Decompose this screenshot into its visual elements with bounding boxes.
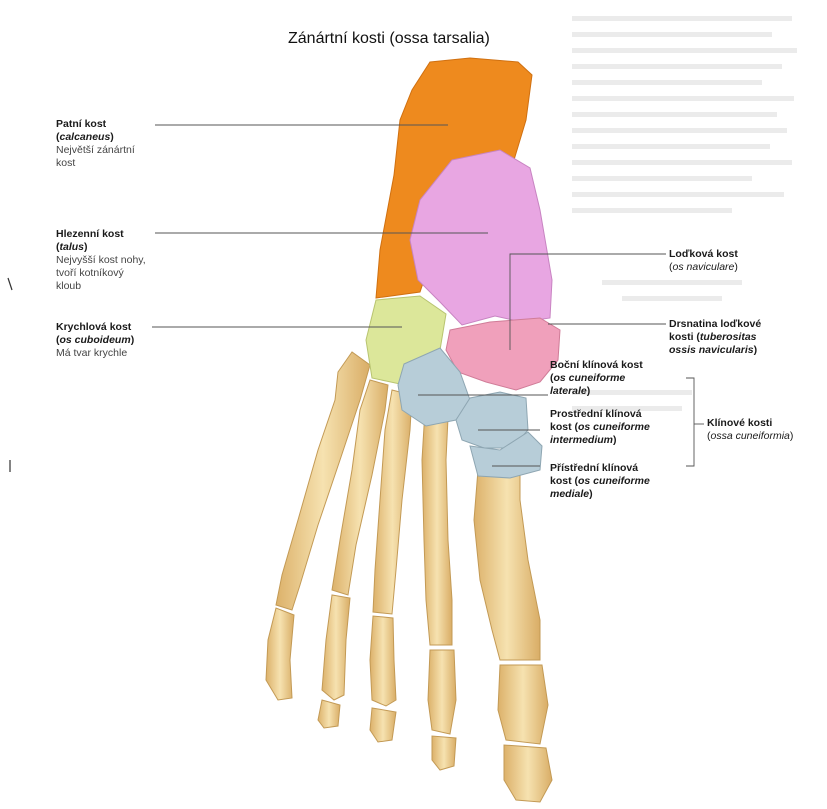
lateral-latin-line2: laterale) bbox=[550, 385, 670, 398]
phalanx-3b bbox=[370, 708, 396, 742]
label-tuberosity: Drsnatina loďkové kosti (tuberositas oss… bbox=[669, 318, 819, 357]
navicular-latin: os naviculare bbox=[673, 261, 735, 273]
lateral-latin-line1: (os cuneiforme bbox=[550, 372, 670, 385]
cuneiforms-latin: ossa cuneiformia bbox=[711, 430, 790, 442]
label-talus: Hlezenní kost (talus) Nejvyšší kost nohy… bbox=[56, 228, 166, 293]
medial-line2: kost (os cuneiforme bbox=[550, 475, 680, 488]
phalanx-2a bbox=[428, 650, 456, 734]
talus-name: Hlezenní kost bbox=[56, 228, 166, 241]
label-cuneiforms-group: Klínové kosti (ossa cuneiformia) bbox=[707, 417, 825, 443]
tuberosity-line1: Drsnatina loďkové bbox=[669, 318, 819, 331]
medial-line1: Přístřední klínová bbox=[550, 462, 680, 475]
intermediate-prefix: kost ( bbox=[550, 421, 578, 433]
navicular-latin-line: (os naviculare) bbox=[669, 261, 789, 274]
cuboid-name: Krychlová kost bbox=[56, 321, 166, 334]
talus-latin: talus bbox=[60, 241, 85, 253]
intermediate-latin-1: os cuneiforme bbox=[578, 421, 650, 433]
phalanx-4a bbox=[322, 595, 350, 700]
phalanx-2b bbox=[432, 736, 456, 770]
diagram-title: Zánártní kosti (ossa tarsalia) bbox=[288, 30, 548, 48]
talus-latin-line: (talus) bbox=[56, 241, 166, 254]
tuberosity-line3: ossis navicularis) bbox=[669, 344, 819, 357]
cuneiforms-name: Klínové kosti bbox=[707, 417, 825, 430]
intermediate-close: ) bbox=[613, 434, 617, 446]
tuberosity-close: ) bbox=[754, 344, 758, 356]
label-lateral-cuneiform: Boční klínová kost (os cuneiforme latera… bbox=[550, 359, 670, 398]
cuboid-desc: Má tvar krychle bbox=[56, 347, 166, 360]
phalanx-5 bbox=[266, 608, 294, 700]
calcaneus-latin: calcaneus bbox=[60, 131, 111, 143]
medial-latin-2: mediale bbox=[550, 488, 589, 500]
metatarsal-2 bbox=[422, 410, 452, 645]
tuberosity-prefix: kosti ( bbox=[669, 331, 700, 343]
lateral-latin-2: laterale bbox=[550, 385, 587, 397]
metatarsal-1 bbox=[474, 470, 540, 660]
phalanx-3a bbox=[370, 616, 396, 706]
phalanx-1a bbox=[498, 665, 548, 744]
label-medial-cuneiform: Přístřední klínová kost (os cuneiforme m… bbox=[550, 462, 680, 501]
cuneiforms-bracket bbox=[686, 378, 694, 466]
medial-close: ) bbox=[589, 488, 593, 500]
intermediate-latin-2: intermedium bbox=[550, 434, 613, 446]
calcaneus-latin-line: (calcaneus) bbox=[56, 131, 156, 144]
label-cuboid: Krychlová kost (os cuboideum) Má tvar kr… bbox=[56, 321, 166, 360]
calcaneus-desc-1: Největší zánártní bbox=[56, 144, 156, 157]
intermediate-line1: Prostřední klínová bbox=[550, 408, 680, 421]
intermediate-line3: intermedium) bbox=[550, 434, 680, 447]
calcaneus-name: Patní kost bbox=[56, 118, 156, 131]
label-navicular: Loďková kost (os naviculare) bbox=[669, 248, 789, 274]
edge-mark-1 bbox=[8, 278, 12, 290]
label-intermediate-cuneiform: Prostřední klínová kost (os cuneiforme i… bbox=[550, 408, 680, 447]
tuberosity-latin-2: ossis navicularis bbox=[669, 344, 754, 356]
intermediate-line2: kost (os cuneiforme bbox=[550, 421, 680, 434]
cuboid-latin-line: (os cuboideum) bbox=[56, 334, 166, 347]
phalanx-1b bbox=[504, 745, 552, 802]
lateral-name: Boční klínová kost bbox=[550, 359, 670, 372]
cuboid-latin: os cuboideum bbox=[60, 334, 131, 346]
calcaneus-desc-2: kost bbox=[56, 157, 156, 170]
medial-prefix: kost ( bbox=[550, 475, 578, 487]
label-calcaneus: Patní kost (calcaneus) Největší zánártní… bbox=[56, 118, 156, 170]
medial-line3: mediale) bbox=[550, 488, 680, 501]
talus-desc-2: tvoří kotníkový bbox=[56, 267, 166, 280]
medial-latin-1: os cuneiforme bbox=[578, 475, 650, 487]
phalanx-4b bbox=[318, 700, 340, 728]
navicular-name: Loďková kost bbox=[669, 248, 789, 261]
talus-desc-3: kloub bbox=[56, 280, 166, 293]
tuberosity-line2: kosti (tuberositas bbox=[669, 331, 819, 344]
tuberosity-latin-1: tuberositas bbox=[700, 331, 757, 343]
lateral-latin-1: os cuneiforme bbox=[554, 372, 626, 384]
talus-desc-1: Nejvyšší kost nohy, bbox=[56, 254, 166, 267]
cuneiforms-latin-line: (ossa cuneiformia) bbox=[707, 430, 825, 443]
